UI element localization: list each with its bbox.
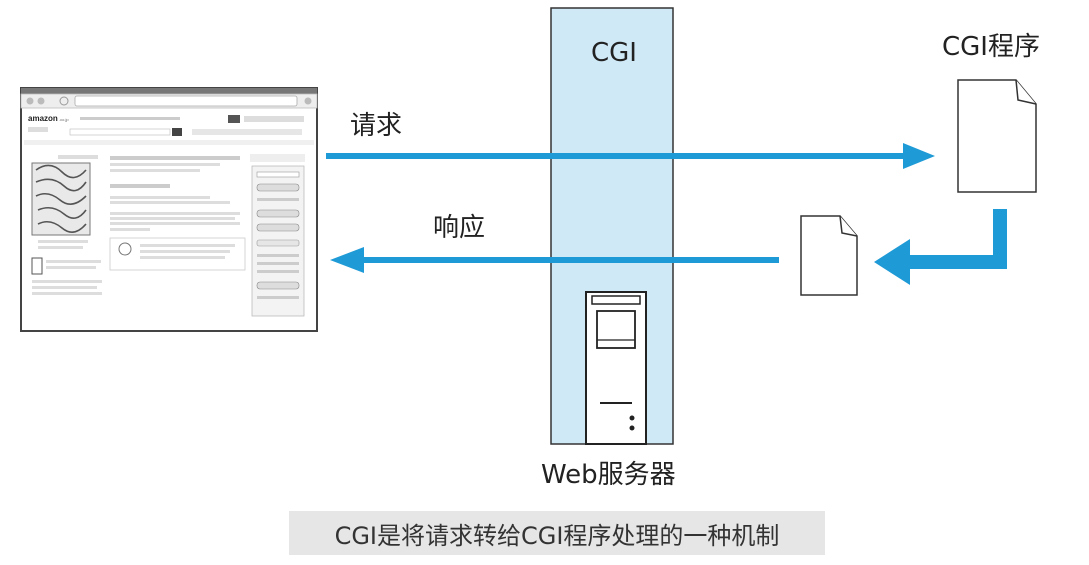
forward-icon [37,97,45,105]
return-arrow [874,209,1007,285]
cgi-program-document-icon [957,79,1037,193]
cgi-label: CGI [591,38,637,68]
search-icon [304,97,312,105]
cgi-program-label: CGI程序 [942,32,1040,62]
diagram-caption: CGI是将请求转给CGI程序处理的一种机制 [289,511,825,555]
browser-logo: amazon [28,114,58,123]
web-server-icon [585,291,647,445]
web-server-label: Web服务器 [541,460,676,490]
reload-icon [59,96,69,106]
request-arrow [326,143,935,169]
browser-logo-suffix: .co.jp [59,117,69,122]
request-label: 请求 [350,111,403,141]
address-bar [74,95,298,107]
response-document-icon [800,215,858,296]
response-arrow [330,247,779,273]
back-icon [26,97,34,105]
browser-window: amazon .co.jp [20,87,318,332]
response-label: 响应 [433,213,486,243]
